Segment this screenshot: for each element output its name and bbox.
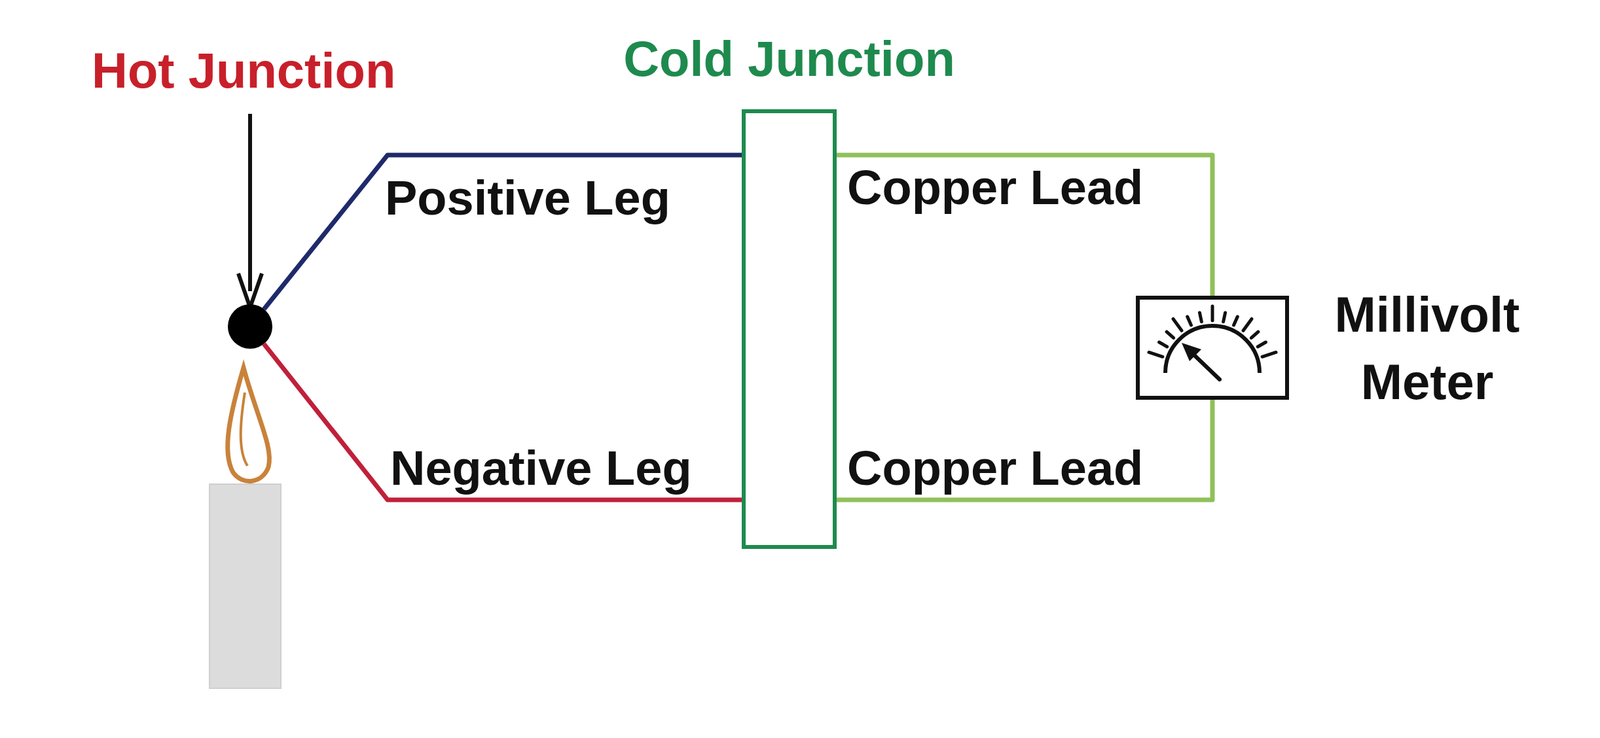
- thermocouple-leg: [263, 344, 742, 501]
- dial-tick: [1251, 331, 1258, 338]
- candle-flame: [227, 367, 270, 482]
- copper-lead: [836, 155, 1213, 296]
- dial-tick: [1199, 312, 1202, 323]
- leader-line: [248, 113, 253, 292]
- dial-tick: [1262, 352, 1276, 357]
- dial-tick: [1234, 316, 1238, 326]
- millivolt-meter: Millivolt Meter: [1135, 295, 1290, 400]
- junction-dot: [227, 304, 273, 349]
- wire-label: Positive Leg: [384, 171, 671, 225]
- leader-arrowhead: [238, 273, 262, 308]
- dial-tick: [1166, 331, 1174, 338]
- cold-junction-block: Cold Junction: [741, 109, 837, 550]
- wire-label: Copper Lead: [847, 161, 1144, 215]
- dial-arc: [1165, 326, 1260, 374]
- junction-label: Cold Junction: [623, 31, 956, 87]
- dial-tick: [1159, 342, 1168, 347]
- thermocouple-leg: [263, 155, 742, 310]
- junction-label: Hot Junction: [91, 43, 396, 99]
- dial-tick: [1187, 316, 1192, 326]
- dial-tick: [1211, 306, 1215, 321]
- meter-dial: [1139, 299, 1286, 397]
- dial-tick: [1257, 342, 1266, 347]
- copper-lead: [836, 400, 1213, 501]
- dial-tick: [1173, 318, 1182, 331]
- meter-label: Millivolt Meter: [1309, 281, 1546, 416]
- wire-label: Negative Leg: [390, 441, 692, 495]
- wire-label: Copper Lead: [847, 441, 1144, 495]
- candle-body: [209, 484, 281, 689]
- needle-head: [1181, 343, 1202, 362]
- dial-tick: [1243, 318, 1252, 331]
- flame-inner: [240, 392, 248, 467]
- dial-tick: [1148, 352, 1163, 357]
- dial-tick: [1223, 312, 1226, 323]
